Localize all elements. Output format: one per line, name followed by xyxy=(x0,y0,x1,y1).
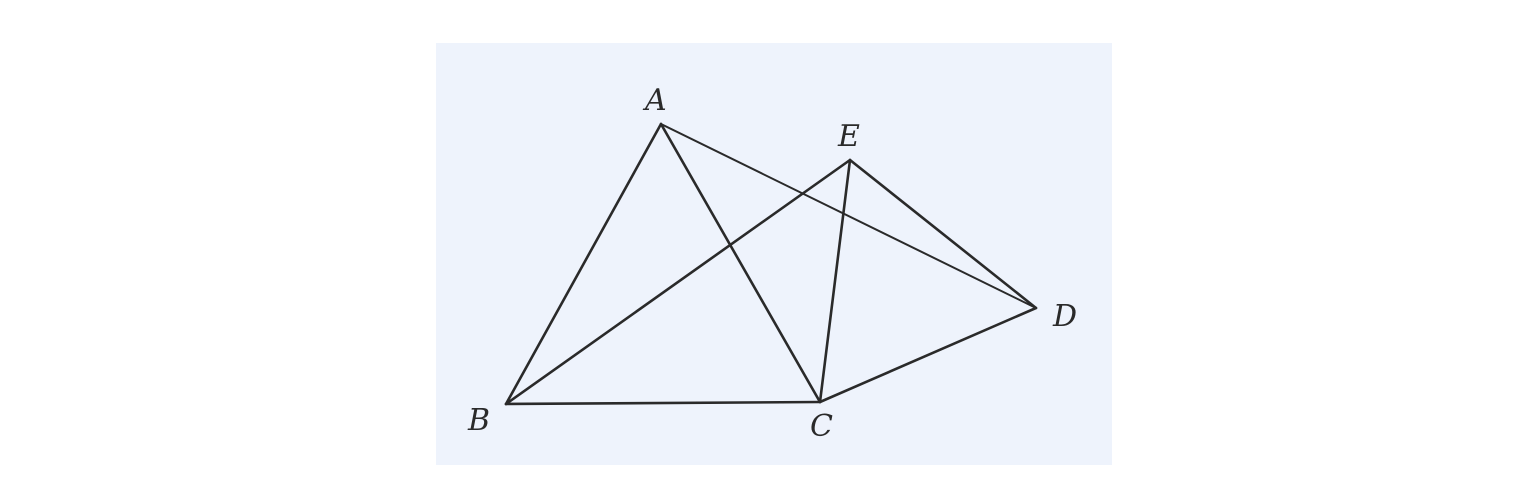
point-label-c: C xyxy=(810,409,833,444)
segment-ce xyxy=(818,158,852,404)
segment-ac xyxy=(659,122,822,404)
point-label-e: E xyxy=(837,119,860,154)
segment-bc xyxy=(504,400,822,406)
point-label-d: D xyxy=(1052,299,1077,334)
point-label-a: A xyxy=(642,83,667,118)
point-label-b: B xyxy=(467,403,490,438)
segment-ab xyxy=(504,122,663,406)
segment-ad xyxy=(660,123,1037,309)
segment-cd xyxy=(818,306,1038,404)
diagram-panel xyxy=(436,43,1112,465)
segment-ed xyxy=(848,158,1038,310)
segment-be xyxy=(504,158,852,406)
